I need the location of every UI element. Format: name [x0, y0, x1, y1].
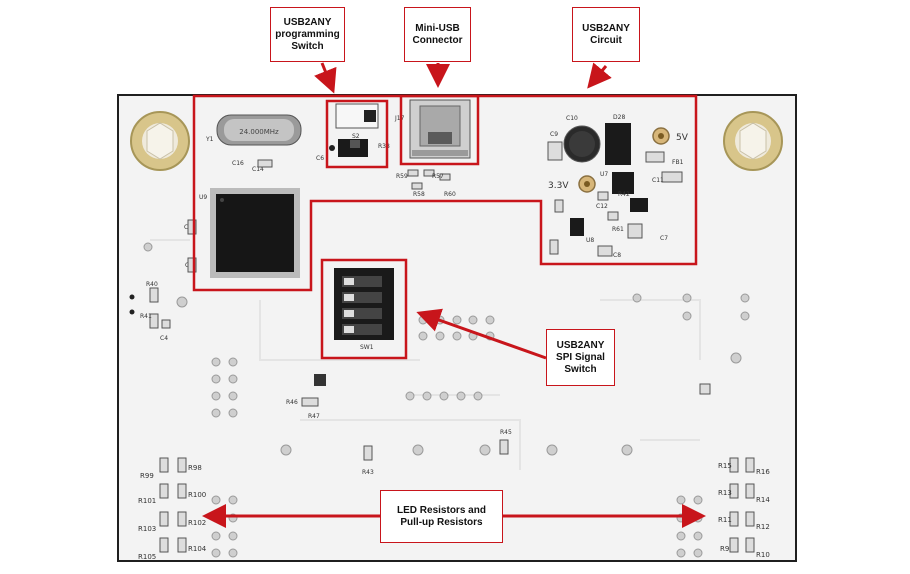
label-y1: Y1 — [205, 136, 214, 143]
label-u8: U8 — [586, 237, 594, 244]
label-r12: R12 — [756, 523, 770, 531]
label-r46: R46 — [286, 399, 298, 406]
programming-switch-s2 — [329, 103, 379, 157]
label-r104: R104 — [188, 545, 207, 553]
usb2any-circuit-outline — [192, 94, 698, 292]
label-u9: U9 — [199, 194, 207, 201]
dot-mark — [129, 294, 135, 300]
mini-usb-j17 — [409, 99, 471, 159]
callout-led-resistors: LED Resistors and Pull-up Resistors — [380, 490, 503, 543]
crystal-y1: 24.000MHz — [216, 114, 302, 146]
label-r99: R99 — [140, 472, 154, 480]
label-r60: R60 — [444, 191, 456, 198]
label-r59: R59 — [396, 173, 408, 180]
label-r102: R102 — [188, 519, 206, 527]
left-resistors — [149, 287, 171, 329]
led-resistors-left — [159, 457, 187, 553]
label-r41: R41 — [140, 313, 152, 320]
label-r16: R16 — [756, 468, 770, 476]
label-5v: 5V — [676, 133, 689, 143]
label-r15: R15 — [718, 462, 732, 470]
callout-mini-usb: Mini-USB Connector — [404, 7, 471, 62]
test-pad — [314, 374, 326, 386]
label-c6: C6 — [316, 155, 324, 162]
label-r10: R10 — [756, 551, 770, 559]
label-r13: R13 — [718, 489, 732, 497]
label-c4: C4 — [160, 335, 168, 342]
usb-resistors — [407, 169, 451, 190]
label-r42: R42 — [618, 191, 630, 198]
callout-circuit: USB2ANY Circuit — [572, 7, 640, 62]
label-r14: R14 — [756, 496, 770, 504]
label-c14: C14 — [252, 166, 264, 173]
label-r61: R61 — [612, 226, 624, 233]
arrow-spi-switch — [416, 308, 547, 360]
label-fb1: FB1 — [672, 159, 684, 166]
label-r43: R43 — [362, 469, 374, 476]
microcontroller-u9 — [210, 188, 300, 278]
power-circuit-components — [547, 123, 683, 257]
label-3v3: 3.3V — [548, 181, 569, 191]
label-r38: R38 — [378, 143, 390, 150]
label-d28: D28 — [613, 114, 625, 121]
label-r11: R11 — [718, 516, 732, 524]
dip-switch-sw1 — [334, 268, 394, 340]
test-pad — [699, 383, 711, 395]
label-c12: C12 — [596, 203, 608, 210]
mini-usb-highlight — [399, 94, 480, 166]
label-u7: U7 — [600, 171, 608, 178]
label-c8: C8 — [613, 252, 621, 259]
label-c9: C9 — [550, 131, 558, 138]
label-c16: C16 — [232, 160, 244, 167]
label-r40: R40 — [146, 281, 158, 288]
label-r98: R98 — [188, 464, 202, 472]
label-r57: R57 — [432, 173, 444, 180]
programming-switch-highlight — [325, 99, 389, 169]
label-r58: R58 — [413, 191, 425, 198]
mcu-caps — [187, 159, 273, 273]
label-s2: S2 — [352, 133, 360, 140]
standoff-right — [723, 111, 783, 171]
arrow-programming-switch — [314, 62, 337, 94]
label-r101: R101 — [138, 497, 156, 505]
label-r105: R105 — [138, 553, 156, 561]
label-c11: C11 — [652, 177, 664, 184]
label-r45: R45 — [500, 429, 512, 436]
svg-text:24.000MHz: 24.000MHz — [239, 128, 279, 136]
led-resistors-right — [729, 457, 755, 553]
label-r9: R9 — [720, 545, 729, 553]
callout-programming-switch: USB2ANY programming Switch — [270, 7, 345, 62]
label-r47: R47 — [308, 413, 320, 420]
label-r103: R103 — [138, 525, 156, 533]
callout-spi-switch: USB2ANY SPI Signal Switch — [546, 329, 615, 386]
label-j17: J17 — [394, 115, 405, 122]
dot-mark — [129, 309, 135, 315]
spi-switch-highlight — [320, 258, 408, 360]
label-c7: C7 — [660, 235, 668, 242]
label-sw1: SW1 — [360, 344, 374, 351]
middle-resistors — [301, 397, 509, 461]
label-c10: C10 — [566, 115, 578, 122]
arrow-circuit — [587, 62, 612, 89]
standoff-left — [130, 111, 190, 171]
label-r100: R100 — [188, 491, 206, 499]
